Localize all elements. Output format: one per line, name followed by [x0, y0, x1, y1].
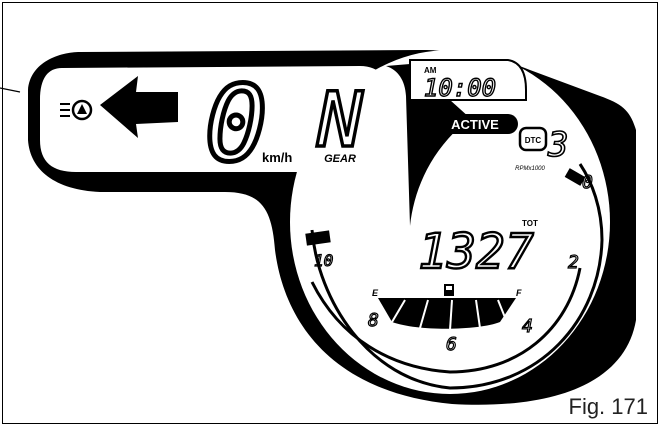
arrow-left-icon — [100, 76, 178, 138]
rpm-scale-0: 0 — [582, 172, 593, 193]
dtc-label: DTC — [525, 136, 542, 145]
dtc-box — [518, 126, 548, 152]
odometer-display: 1327 — [418, 224, 534, 280]
rpm-mark-0 — [564, 168, 586, 186]
status-badge: ACTIVE — [451, 117, 499, 132]
figure-frame — [2, 2, 658, 424]
rpm-mark-10 — [305, 230, 331, 246]
fuel-pump-icon — [444, 284, 454, 296]
clock-display: 10:00 — [424, 74, 496, 102]
clock-window — [409, 59, 527, 101]
fuel-empty-label: E — [372, 288, 379, 298]
rpm-scale-10: 10 — [314, 251, 333, 270]
rpm-scale-4: 4 — [522, 316, 533, 337]
speed-unit: km/h — [262, 150, 292, 165]
callout-line-left — [0, 87, 21, 93]
gear-label: GEAR — [324, 153, 356, 165]
fuel-bar-gauge — [378, 298, 516, 329]
rpm-scale-6: 6 — [446, 334, 457, 355]
rpm-scale-8: 8 — [368, 310, 379, 331]
odometer-label: TOT — [522, 219, 538, 228]
dtc-value: 3 — [547, 125, 568, 165]
status-badge-bg — [432, 114, 518, 134]
figure-caption: Fig. 171 — [568, 394, 649, 419]
fuel-full-label: F — [516, 288, 522, 298]
rpm-outer-arc — [310, 163, 604, 390]
rpm-inner-arc — [310, 267, 582, 374]
clock-ampm: AM — [424, 66, 437, 75]
gauge-top-bezel — [386, 64, 470, 226]
gear-display: N — [316, 75, 363, 164]
rpm-label: RPMx1000 — [515, 166, 545, 172]
headlight-icon — [60, 99, 93, 121]
rpm-scale-2: 2 — [568, 252, 579, 273]
speed-display: 0 — [205, 63, 268, 185]
